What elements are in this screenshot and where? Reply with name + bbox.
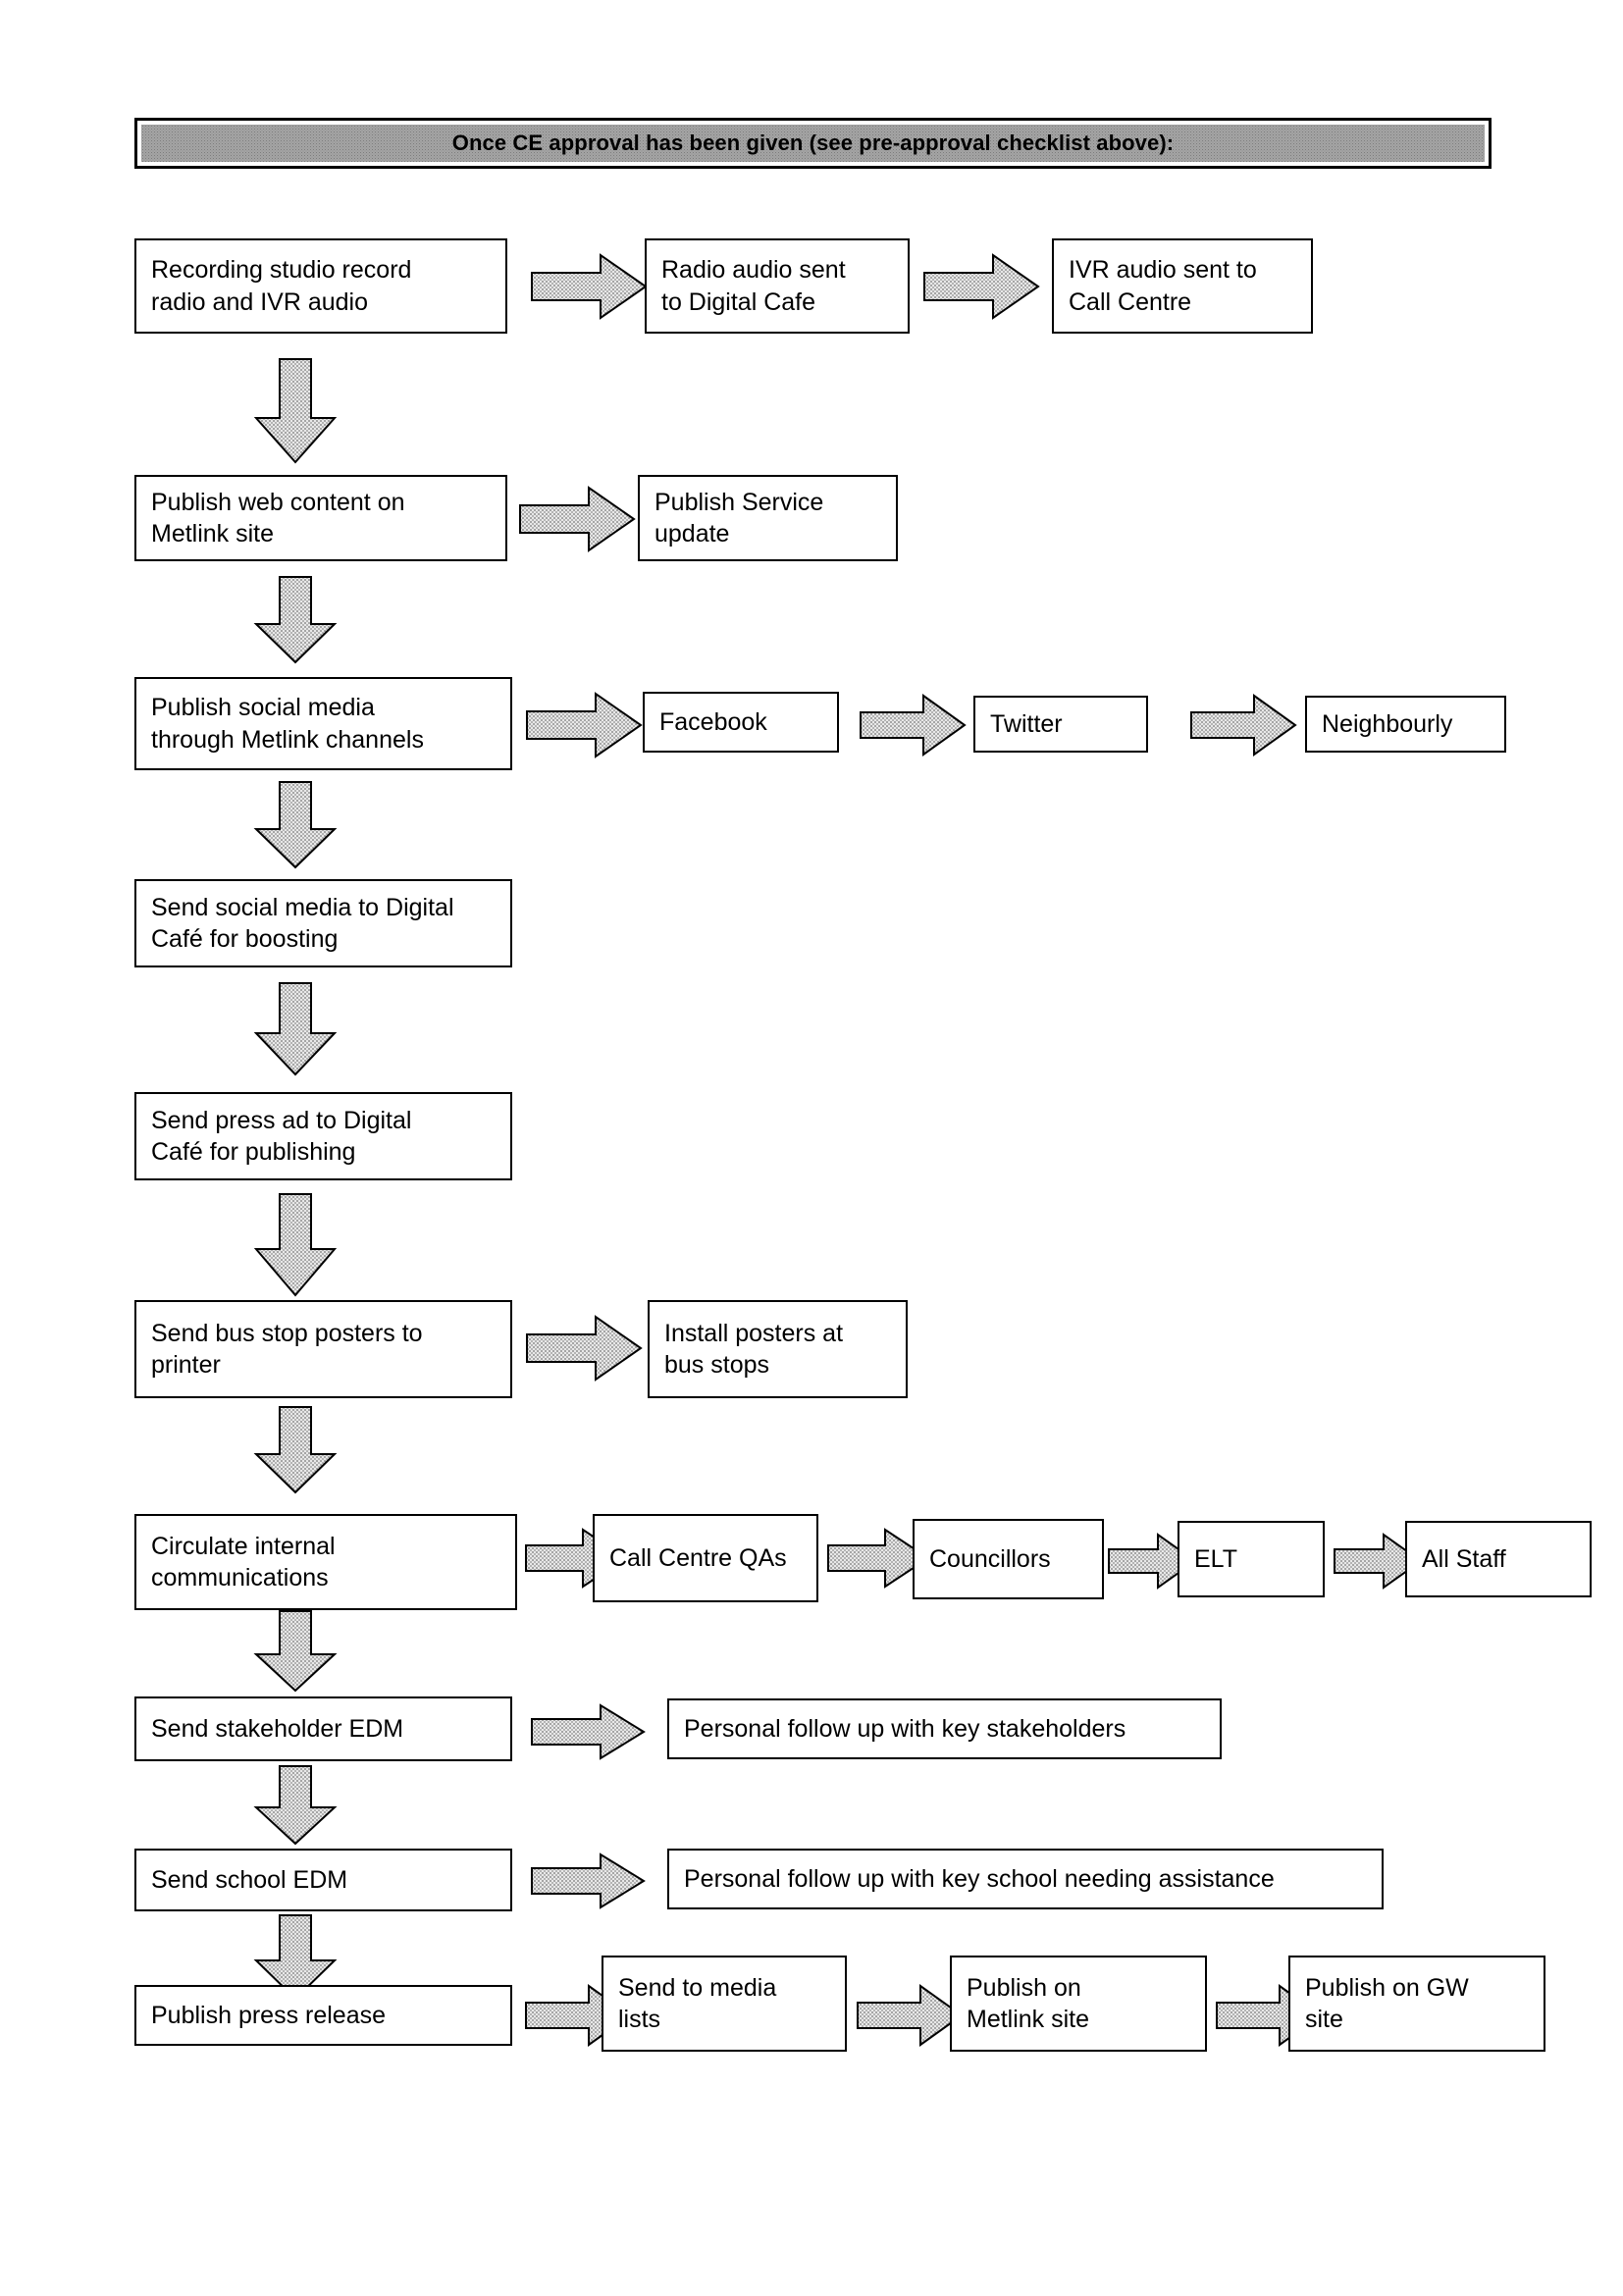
node-publish-service-update[interactable]: Publish Service update (638, 475, 898, 561)
node-send-social-media-boosting[interactable]: Send social media to Digital Café for bo… (134, 879, 512, 967)
node-publish-social-media[interactable]: Publish social media through Metlink cha… (134, 677, 512, 770)
node-label: Radio audio sent to Digital Cafe (661, 256, 846, 316)
banner-fill: Once CE approval has been given (see pre… (141, 125, 1485, 162)
node-label: All Staff (1422, 1544, 1506, 1573)
node-send-stakeholder-edm[interactable]: Send stakeholder EDM (134, 1696, 512, 1761)
node-label: Personal follow up with key school needi… (684, 1864, 1275, 1893)
node-label: Facebook (659, 707, 767, 736)
node-label: Send stakeholder EDM (151, 1714, 404, 1743)
arrow-down-icon (253, 981, 338, 1077)
node-label: Send press ad to Digital Café for publis… (151, 1106, 412, 1167)
arrow-down-icon (253, 1764, 338, 1847)
node-personal-followup-stakeholders[interactable]: Personal follow up with key stakeholders (667, 1698, 1222, 1759)
node-elt[interactable]: ELT (1178, 1521, 1325, 1597)
node-neighbourly[interactable]: Neighbourly (1305, 696, 1506, 753)
banner-title-bar: Once CE approval has been given (see pre… (134, 118, 1492, 169)
arrow-right-icon (530, 1703, 646, 1760)
node-recording-studio[interactable]: Recording studio record radio and IVR au… (134, 238, 507, 334)
node-install-posters[interactable]: Install posters at bus stops (648, 1300, 908, 1398)
node-publish-press-release[interactable]: Publish press release (134, 1985, 512, 2046)
arrow-right-icon (518, 486, 636, 552)
banner-title-text: Once CE approval has been given (see pre… (451, 130, 1175, 155)
node-all-staff[interactable]: All Staff (1405, 1521, 1592, 1597)
node-label: Send to media lists (618, 1973, 777, 2034)
node-twitter[interactable]: Twitter (973, 696, 1148, 753)
node-circulate-internal-comms[interactable]: Circulate internal communications (134, 1514, 517, 1610)
node-label: Install posters at bus stops (664, 1319, 844, 1380)
node-label: Send social media to Digital Café for bo… (151, 893, 454, 954)
node-label: Call Centre QAs (609, 1543, 787, 1572)
arrow-right-icon (530, 1852, 646, 1909)
node-label: Personal follow up with key stakeholders (684, 1714, 1126, 1743)
node-label: Publish on Metlink site (967, 1973, 1090, 2034)
arrow-right-icon (859, 694, 967, 757)
node-label: Councillors (929, 1544, 1051, 1573)
node-send-press-ad[interactable]: Send press ad to Digital Café for publis… (134, 1092, 512, 1180)
node-send-school-edm[interactable]: Send school EDM (134, 1849, 512, 1911)
arrow-down-icon (253, 780, 338, 870)
arrow-down-icon (253, 575, 338, 665)
arrow-right-icon (530, 253, 648, 320)
arrow-down-icon (253, 357, 338, 465)
arrow-down-icon (253, 1192, 338, 1298)
node-ivr-audio-sent[interactable]: IVR audio sent to Call Centre (1052, 238, 1313, 334)
node-personal-followup-schools[interactable]: Personal follow up with key school needi… (667, 1849, 1384, 1909)
node-label: Publish Service update (654, 488, 824, 548)
node-radio-audio-sent[interactable]: Radio audio sent to Digital Cafe (645, 238, 910, 334)
node-label: Publish press release (151, 2001, 387, 2029)
node-label: ELT (1194, 1544, 1237, 1573)
node-send-to-media-lists[interactable]: Send to media lists (602, 1956, 847, 2052)
node-send-bus-stop-posters[interactable]: Send bus stop posters to printer (134, 1300, 512, 1398)
node-label: Send bus stop posters to printer (151, 1319, 423, 1380)
arrow-right-icon (525, 692, 643, 758)
arrow-right-icon (856, 1984, 964, 2047)
node-label: Circulate internal communications (151, 1532, 336, 1592)
arrow-right-icon (826, 1528, 930, 1589)
node-label: Neighbourly (1322, 709, 1453, 738)
node-label: Twitter (990, 709, 1063, 738)
node-facebook[interactable]: Facebook (643, 692, 839, 753)
node-label: Recording studio record radio and IVR au… (151, 256, 412, 316)
arrow-right-icon (1333, 1533, 1423, 1590)
arrow-right-icon (1107, 1533, 1197, 1590)
node-publish-web-content[interactable]: Publish web content on Metlink site (134, 475, 507, 561)
node-label: Send school EDM (151, 1865, 348, 1894)
node-councillors[interactable]: Councillors (913, 1519, 1104, 1599)
node-label: Publish on GW site (1305, 1973, 1469, 2034)
node-label: IVR audio sent to Call Centre (1069, 256, 1257, 316)
node-publish-on-metlink-site[interactable]: Publish on Metlink site (950, 1956, 1207, 2052)
arrow-down-icon (253, 1913, 338, 2002)
arrow-right-icon (922, 253, 1040, 320)
node-call-centre-qas[interactable]: Call Centre QAs (593, 1514, 818, 1602)
node-publish-on-gw-site[interactable]: Publish on GW site (1288, 1956, 1545, 2052)
node-label: Publish social media through Metlink cha… (151, 694, 424, 754)
arrow-down-icon (253, 1609, 338, 1694)
arrow-down-icon (253, 1405, 338, 1495)
arrow-right-icon (1189, 694, 1297, 757)
node-label: Publish web content on Metlink site (151, 488, 405, 548)
arrow-right-icon (525, 1315, 643, 1382)
